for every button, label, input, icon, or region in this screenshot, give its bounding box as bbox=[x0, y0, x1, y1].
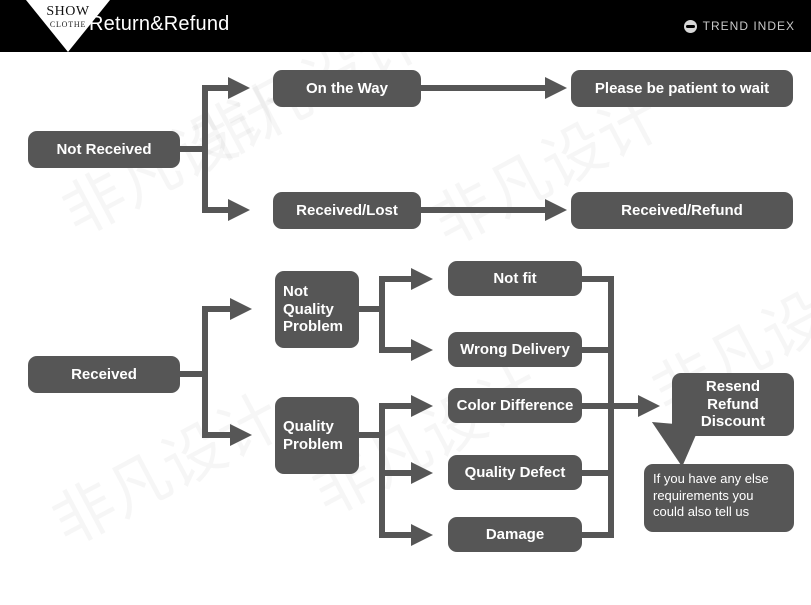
node-not-quality-problem-line1: Not bbox=[283, 282, 308, 300]
arrow-to-received-refund bbox=[545, 199, 567, 221]
node-on-the-way[interactable]: On the Way bbox=[273, 70, 421, 107]
node-received-lost[interactable]: Received/Lost bbox=[273, 192, 421, 229]
node-resolution[interactable]: Resend Refund Discount bbox=[672, 373, 794, 436]
node-not-quality-problem[interactable]: Not Quality Problem bbox=[275, 271, 359, 348]
connector-damage-to-bus bbox=[580, 532, 614, 538]
watermark: 非凡设计 bbox=[33, 367, 294, 563]
page-title: Return&Refund bbox=[89, 13, 230, 35]
connector-nqp-to-not-fit bbox=[379, 276, 415, 282]
connector-not-received-split bbox=[202, 86, 208, 213]
logo-show-text: SHOW bbox=[46, 4, 90, 19]
node-resolution-line2: Refund bbox=[707, 395, 759, 413]
showclothe-logo: SHOW CLOTHE bbox=[26, 0, 110, 52]
arrow-to-not-quality-problem bbox=[230, 298, 252, 320]
arrow-to-quality-defect bbox=[411, 462, 433, 484]
trend-index-label: TREND INDEX bbox=[702, 19, 795, 33]
connector-bus-to-resolution bbox=[608, 403, 642, 409]
arrow-to-received-lost bbox=[228, 199, 250, 221]
node-please-be-patient-to-wait[interactable]: Please be patient to wait bbox=[571, 70, 793, 107]
node-color-difference[interactable]: Color Difference bbox=[448, 388, 582, 423]
logo-clothe-text: CLOTHE bbox=[49, 20, 87, 29]
connector-quality-defect-to-bus bbox=[580, 470, 614, 476]
trend-index-brand: TREND INDEX bbox=[683, 19, 795, 33]
speech-bubble-tail-icon bbox=[648, 421, 700, 469]
node-received[interactable]: Received bbox=[28, 356, 180, 393]
connector-color-difference-to-bus bbox=[580, 403, 614, 409]
node-not-received[interactable]: Not Received bbox=[28, 131, 180, 168]
note-bubble: If you have any else requirements you co… bbox=[644, 464, 794, 532]
connector-received-split bbox=[202, 306, 208, 438]
node-not-quality-problem-line2: Quality bbox=[283, 300, 334, 318]
globe-icon bbox=[683, 19, 697, 33]
arrow-to-please-wait bbox=[545, 77, 567, 99]
node-resolution-line1: Resend bbox=[705, 377, 761, 395]
arrow-to-not-fit bbox=[411, 268, 433, 290]
logo-triangle-icon bbox=[26, 0, 110, 52]
node-not-fit[interactable]: Not fit bbox=[448, 261, 582, 296]
node-quality-defect[interactable]: Quality Defect bbox=[448, 455, 582, 490]
node-damage[interactable]: Damage bbox=[448, 517, 582, 552]
arrow-to-damage bbox=[411, 524, 433, 546]
connector-nqp-stub bbox=[357, 306, 385, 312]
connector-qp-split bbox=[379, 403, 385, 533]
arrow-to-wrong-delivery bbox=[411, 339, 433, 361]
connector-received-lost-to-refund bbox=[419, 207, 549, 213]
connector-quality-arm bbox=[202, 432, 234, 438]
connector-on-the-way-to-wait bbox=[419, 85, 549, 91]
connector-received-stub bbox=[178, 371, 208, 377]
connector-nqp-split bbox=[379, 276, 385, 353]
connector-not-quality-arm bbox=[202, 306, 234, 312]
connector-qp-to-color-difference bbox=[379, 403, 415, 409]
arrow-to-color-difference bbox=[411, 395, 433, 417]
connector-qp-stub bbox=[357, 432, 385, 438]
arrow-to-quality-problem bbox=[230, 424, 252, 446]
arrow-to-on-the-way bbox=[228, 77, 250, 99]
page-header: SHOW CLOTHE Return&Refund TREND INDEX bbox=[0, 0, 811, 52]
node-resolution-line3: Discount bbox=[700, 413, 766, 431]
connector-received-lost-arm bbox=[202, 207, 232, 213]
node-not-quality-problem-line3: Problem bbox=[283, 318, 344, 336]
connector-wrong-delivery-to-bus bbox=[580, 347, 614, 353]
node-quality-problem-line1: Quality bbox=[283, 417, 334, 435]
connector-not-fit-to-bus bbox=[580, 276, 614, 282]
node-quality-problem-line2: Problem bbox=[283, 435, 344, 453]
connector-not-received-stub bbox=[178, 146, 208, 152]
connector-qp-to-damage bbox=[379, 532, 415, 538]
node-quality-problem[interactable]: Quality Problem bbox=[275, 397, 359, 474]
node-received-refund[interactable]: Received/Refund bbox=[571, 192, 793, 229]
connector-nqp-to-wrong-delivery bbox=[379, 347, 415, 353]
connector-qp-to-quality-defect bbox=[379, 470, 415, 476]
node-wrong-delivery[interactable]: Wrong Delivery bbox=[448, 332, 582, 367]
arrow-to-resolution bbox=[638, 395, 660, 417]
connector-on-the-way-arm bbox=[202, 85, 232, 91]
